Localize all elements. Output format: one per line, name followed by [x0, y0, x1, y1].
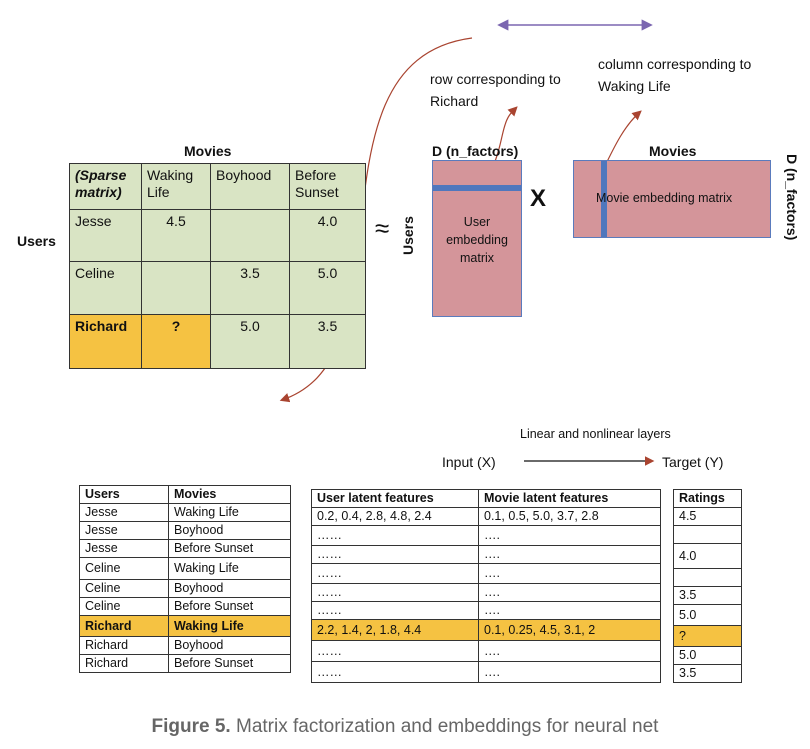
table-cell: Jesse: [79, 503, 169, 522]
matrix-cell: 5.0: [210, 314, 290, 369]
matrix-cell: 3.5: [210, 261, 290, 315]
table-cell: Waking Life: [168, 557, 291, 580]
table-cell-highlight: Richard: [79, 615, 169, 637]
table-cell: ….: [478, 563, 661, 584]
users-label-left: Users: [17, 233, 56, 249]
table-cell: ….: [478, 640, 661, 662]
table-cell: Before Sunset: [168, 539, 291, 558]
column-header: Movies: [168, 485, 291, 504]
rating-cell: 4.5: [673, 507, 742, 526]
table-cell: Celine: [79, 557, 169, 580]
table-cell: ……: [311, 525, 479, 546]
rating-cell-highlight: ?: [673, 625, 742, 647]
table-cell: ….: [478, 661, 661, 683]
column-header: Boyhood: [210, 163, 290, 210]
layers-label: Linear and nonlinear layers: [520, 427, 671, 441]
column-header: User latent features: [311, 489, 479, 508]
table-cell-highlight: 0.1, 0.25, 4.5, 3.1, 2: [478, 619, 661, 641]
user-matrix-label: User embedding matrix: [446, 215, 508, 265]
row-header: Jesse: [69, 209, 142, 262]
column-header: Movie latent features: [478, 489, 661, 508]
table-cell: Celine: [79, 579, 169, 598]
table-cell: Richard: [79, 636, 169, 655]
movies-header-left: Movies: [184, 143, 232, 159]
table-cell: Jesse: [79, 521, 169, 540]
d-factors-label-right: D (n_factors): [784, 154, 800, 241]
d-factors-label-top: D (n_factors): [432, 143, 519, 159]
figure-caption: Figure 5. Matrix factorization and embed…: [0, 716, 810, 738]
rating-cell: 3.5: [673, 586, 742, 605]
ratings-table: Ratings 4.5 4.0 3.5 5.0 ? 5.0 3.5: [673, 489, 742, 683]
approx-symbol: ≈: [375, 213, 390, 243]
input-label: Input (X): [442, 454, 496, 470]
table-cell: ……: [311, 563, 479, 584]
table-cell: ……: [311, 545, 479, 564]
row-note: row corresponding to Richard: [430, 71, 561, 109]
table-cell: 0.1, 0.5, 5.0, 3.7, 2.8: [478, 507, 661, 526]
table-cell: Waking Life: [168, 503, 291, 522]
target-label: Target (Y): [662, 454, 724, 470]
table-cell-highlight: 2.2, 1.4, 2, 1.8, 4.4: [311, 619, 479, 641]
table-cell: Celine: [79, 597, 169, 616]
table-cell: ….: [478, 583, 661, 602]
table-cell: ….: [478, 525, 661, 546]
table-cell: ……: [311, 583, 479, 602]
matrix-cell: 4.0: [289, 209, 366, 262]
table-cell: Jesse: [79, 539, 169, 558]
richard-row-highlight: [433, 185, 521, 191]
table-cell: ….: [478, 601, 661, 620]
rating-cell: [673, 525, 742, 544]
rating-cell: 5.0: [673, 604, 742, 626]
rating-cell: 5.0: [673, 646, 742, 665]
matrix-cell: 5.0: [289, 261, 366, 315]
users-label-vertical: Users: [400, 216, 416, 255]
rating-cell: [673, 568, 742, 587]
caption-label: Figure 5.: [151, 716, 231, 737]
table-cell: Richard: [79, 654, 169, 673]
table-cell-highlight: Waking Life: [168, 615, 291, 637]
column-header: Waking Life: [141, 163, 211, 210]
movies-header-right: Movies: [649, 143, 697, 159]
row-header: Celine: [69, 261, 142, 315]
column-note: column corresponding to Waking Life: [598, 56, 752, 94]
table-cell: ….: [478, 545, 661, 564]
sparse-ratings-matrix: (Sparse matrix) Waking Life Boyhood Befo…: [69, 163, 366, 369]
table-cell: Boyhood: [168, 636, 291, 655]
waking-life-column-highlight: [601, 161, 607, 237]
table-cell: Before Sunset: [168, 654, 291, 673]
sparse-corner-label: (Sparse matrix): [69, 163, 142, 210]
rating-cell: 4.0: [673, 543, 742, 569]
matrix-cell: [141, 261, 211, 315]
table-cell: 0.2, 0.4, 2.8, 4.8, 2.4: [311, 507, 479, 526]
table-cell: Boyhood: [168, 579, 291, 598]
matrix-cell: [210, 209, 290, 262]
unknown-rating-cell: ?: [141, 314, 211, 369]
row-header-highlight: Richard: [69, 314, 142, 369]
table-cell: Before Sunset: [168, 597, 291, 616]
table-cell: ……: [311, 661, 479, 683]
column-header: Ratings: [673, 489, 742, 508]
movie-matrix-label: Movie embedding matrix: [596, 191, 733, 205]
matrix-cell: 3.5: [289, 314, 366, 369]
table-cell: Boyhood: [168, 521, 291, 540]
table-cell: ……: [311, 640, 479, 662]
multiply-symbol: X: [530, 185, 547, 212]
rating-cell: 3.5: [673, 664, 742, 683]
column-header: Users: [79, 485, 169, 504]
table-cell: ……: [311, 601, 479, 620]
matrix-cell: 4.5: [141, 209, 211, 262]
caption-text: Matrix factorization and embeddings for …: [230, 716, 659, 737]
column-header: Before Sunset: [289, 163, 366, 210]
user-embedding-matrix: User embedding matrix: [432, 160, 522, 317]
movie-embedding-matrix: Movie embedding matrix: [573, 160, 771, 238]
